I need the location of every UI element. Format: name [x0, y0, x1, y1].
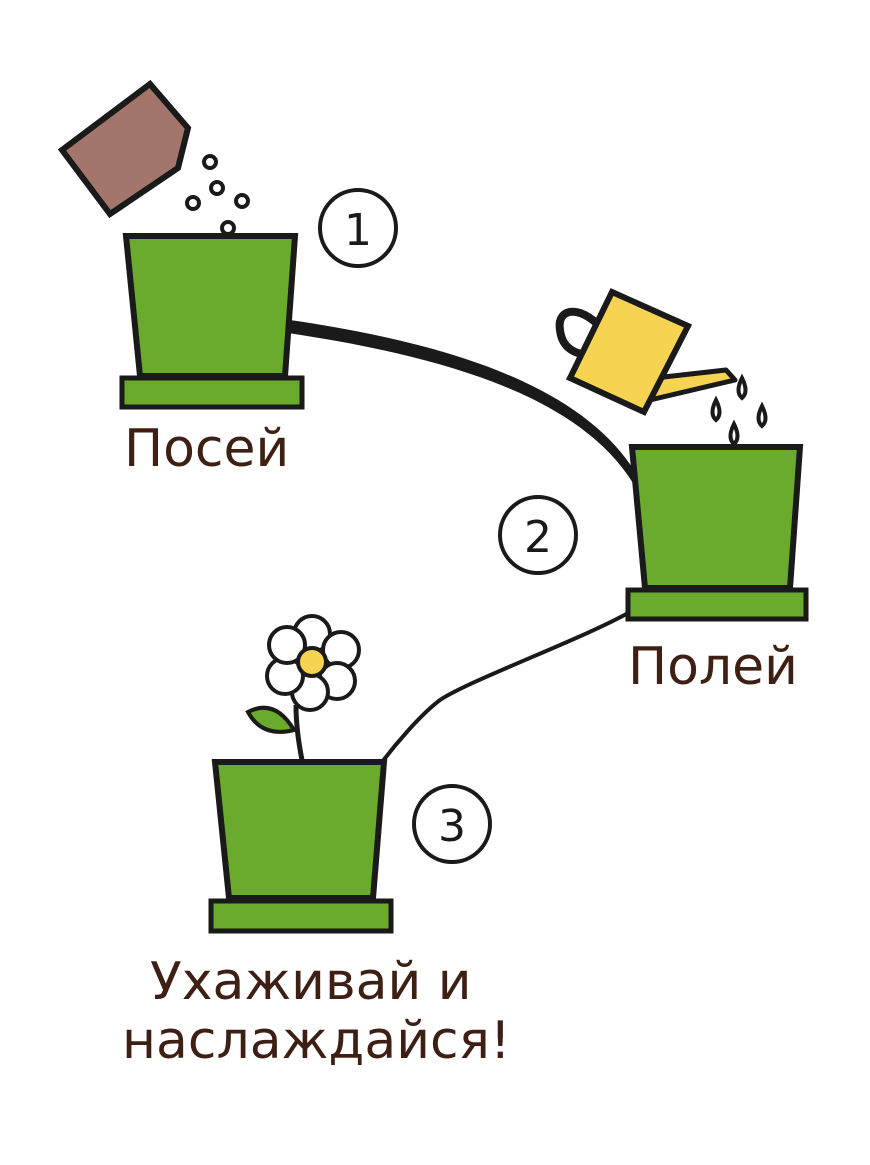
- step-number-1-text: 1: [344, 205, 372, 256]
- seed-packet-icon: [57, 79, 192, 219]
- pot-icon-step-3: [208, 759, 394, 934]
- step-number-3: 3: [412, 784, 492, 864]
- step-number-1: 1: [318, 188, 398, 268]
- connector-1-2: [288, 320, 640, 488]
- water-drops-icon: [710, 373, 768, 447]
- watering-can-icon: [555, 288, 738, 416]
- connector-2-3: [380, 610, 631, 764]
- step-3-label-line-1: Ухаживай и: [150, 952, 472, 1012]
- step-1-label: Посей: [124, 419, 290, 479]
- flower-icon: [245, 614, 361, 761]
- step-3-label-line-2: наслаждайся!: [122, 1011, 511, 1071]
- pot-icon-step-2: [625, 444, 809, 622]
- seeds-icon: [185, 154, 250, 236]
- pot-icon-step-1: [119, 233, 305, 410]
- step-number-3-text: 3: [438, 801, 466, 852]
- step-number-2-text: 2: [524, 512, 552, 563]
- step-number-2: 2: [498, 495, 578, 575]
- step-2-label: Полей: [628, 637, 798, 697]
